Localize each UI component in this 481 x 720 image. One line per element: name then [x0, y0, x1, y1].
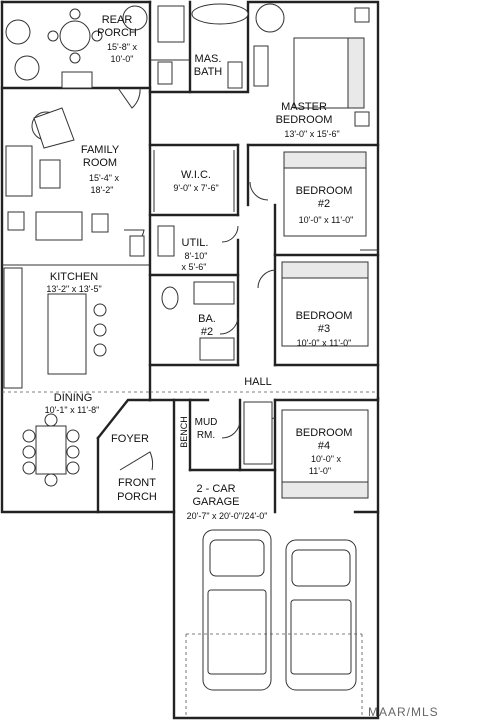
family-room-dims-1: 15'-4" x [89, 173, 119, 183]
util-dims-1: 8'-10" [185, 251, 208, 261]
bedroom4-dims-2: 11'-0" [309, 466, 331, 476]
master-bedroom-dims: 13'-0" x 15'-6" [284, 129, 339, 139]
family-room-label-2: ROOM [83, 157, 117, 169]
front-porch-label-1: FRONT [118, 477, 156, 489]
interior-walls [2, 0, 380, 514]
hall-label: HALL [244, 376, 272, 388]
bedroom3-label-1: BEDROOM [296, 310, 353, 322]
master-bedroom-label-2: BEDROOM [276, 114, 333, 126]
family-room-label-1: FAMILY [81, 144, 120, 156]
ba2-label-1: BA. [198, 313, 216, 325]
furniture [3, 3, 370, 499]
bedroom2-label-2: #2 [318, 198, 330, 210]
foyer-label: FOYER [111, 433, 149, 445]
rear-porch-label-2: PORCH [97, 27, 137, 39]
mud-rm-label-2: RM. [197, 430, 215, 441]
dining-label: DINING [54, 392, 93, 404]
garage-label-1: 2 - CAR [196, 483, 235, 495]
bedroom2-dims: 10'-0" x 11'-0" [299, 215, 354, 225]
bedroom3-dims: 10'-0" x 11'-0" [297, 338, 352, 348]
bench-label: BENCH [179, 416, 189, 448]
mas-bath-label-1: MAS. [195, 53, 222, 65]
room-labels: REAR PORCH 15'-8" x 10'-0" MAS. BATH MAS… [45, 14, 354, 521]
master-bedroom-label-1: MASTER [281, 101, 327, 113]
kitchen-label: KITCHEN [50, 271, 98, 283]
wic-label: W.I.C. [181, 169, 211, 181]
dining-dims: 10'-1" x 11'-8" [45, 405, 100, 415]
mud-rm-label-1: MUD [195, 417, 218, 428]
mas-bath-label-2: BATH [194, 66, 223, 78]
util-label: UTIL. [182, 237, 209, 249]
family-room-dims-2: 18'-2" [91, 185, 114, 195]
rear-porch-dims-2: 10'-0" [111, 54, 134, 64]
garage-cars [185, 529, 363, 718]
bedroom4-label-1: BEDROOM [296, 427, 353, 439]
bedroom4-dims-1: 10'-0" x [311, 454, 341, 464]
garage-dims: 20'-7" x 20'-0"/24'-0" [187, 511, 268, 521]
kitchen-dims: 13'-2" x 13'-5" [46, 284, 101, 294]
bedroom3-label-2: #3 [318, 323, 330, 335]
wic-dims: 9'-0" x 7'-6" [173, 183, 218, 193]
util-dims-2: x 5'-6" [182, 262, 207, 272]
ba2-label-2: #2 [201, 326, 213, 338]
rear-porch-label-1: REAR [102, 14, 133, 26]
front-porch-label-2: PORCH [117, 491, 157, 503]
bedroom4-label-2: #4 [318, 440, 330, 452]
rear-porch-dims-1: 15'-8" x [107, 42, 137, 52]
watermark: MAAR/MLS [368, 705, 439, 719]
garage-label-2: GARAGE [192, 496, 239, 508]
bedroom2-label-1: BEDROOM [296, 185, 353, 197]
